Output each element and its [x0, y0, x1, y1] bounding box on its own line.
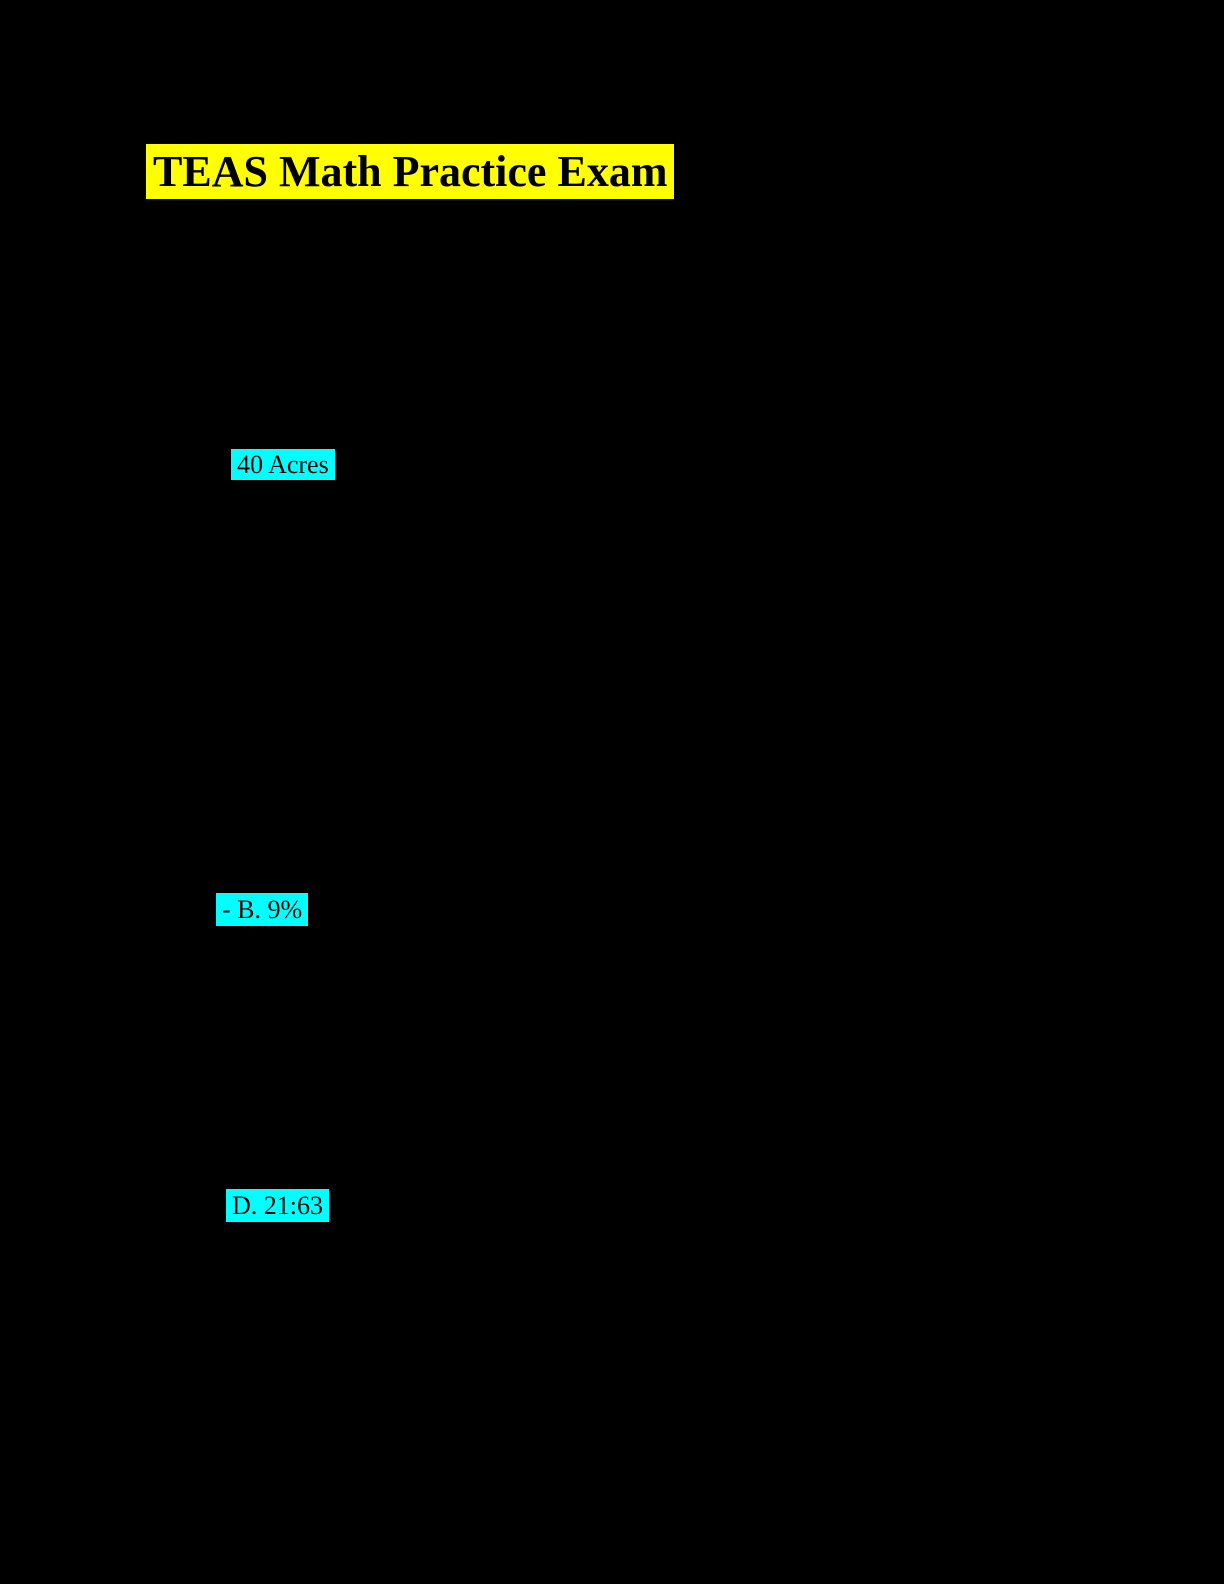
- highlighted-answer-40-acres: 40 Acres: [231, 449, 335, 480]
- highlighted-answer-d-21-63: D. 21:63: [226, 1189, 329, 1222]
- highlighted-answer-b-9-percent: - B. 9%: [216, 893, 309, 926]
- document-title: TEAS Math Practice Exam: [146, 144, 675, 199]
